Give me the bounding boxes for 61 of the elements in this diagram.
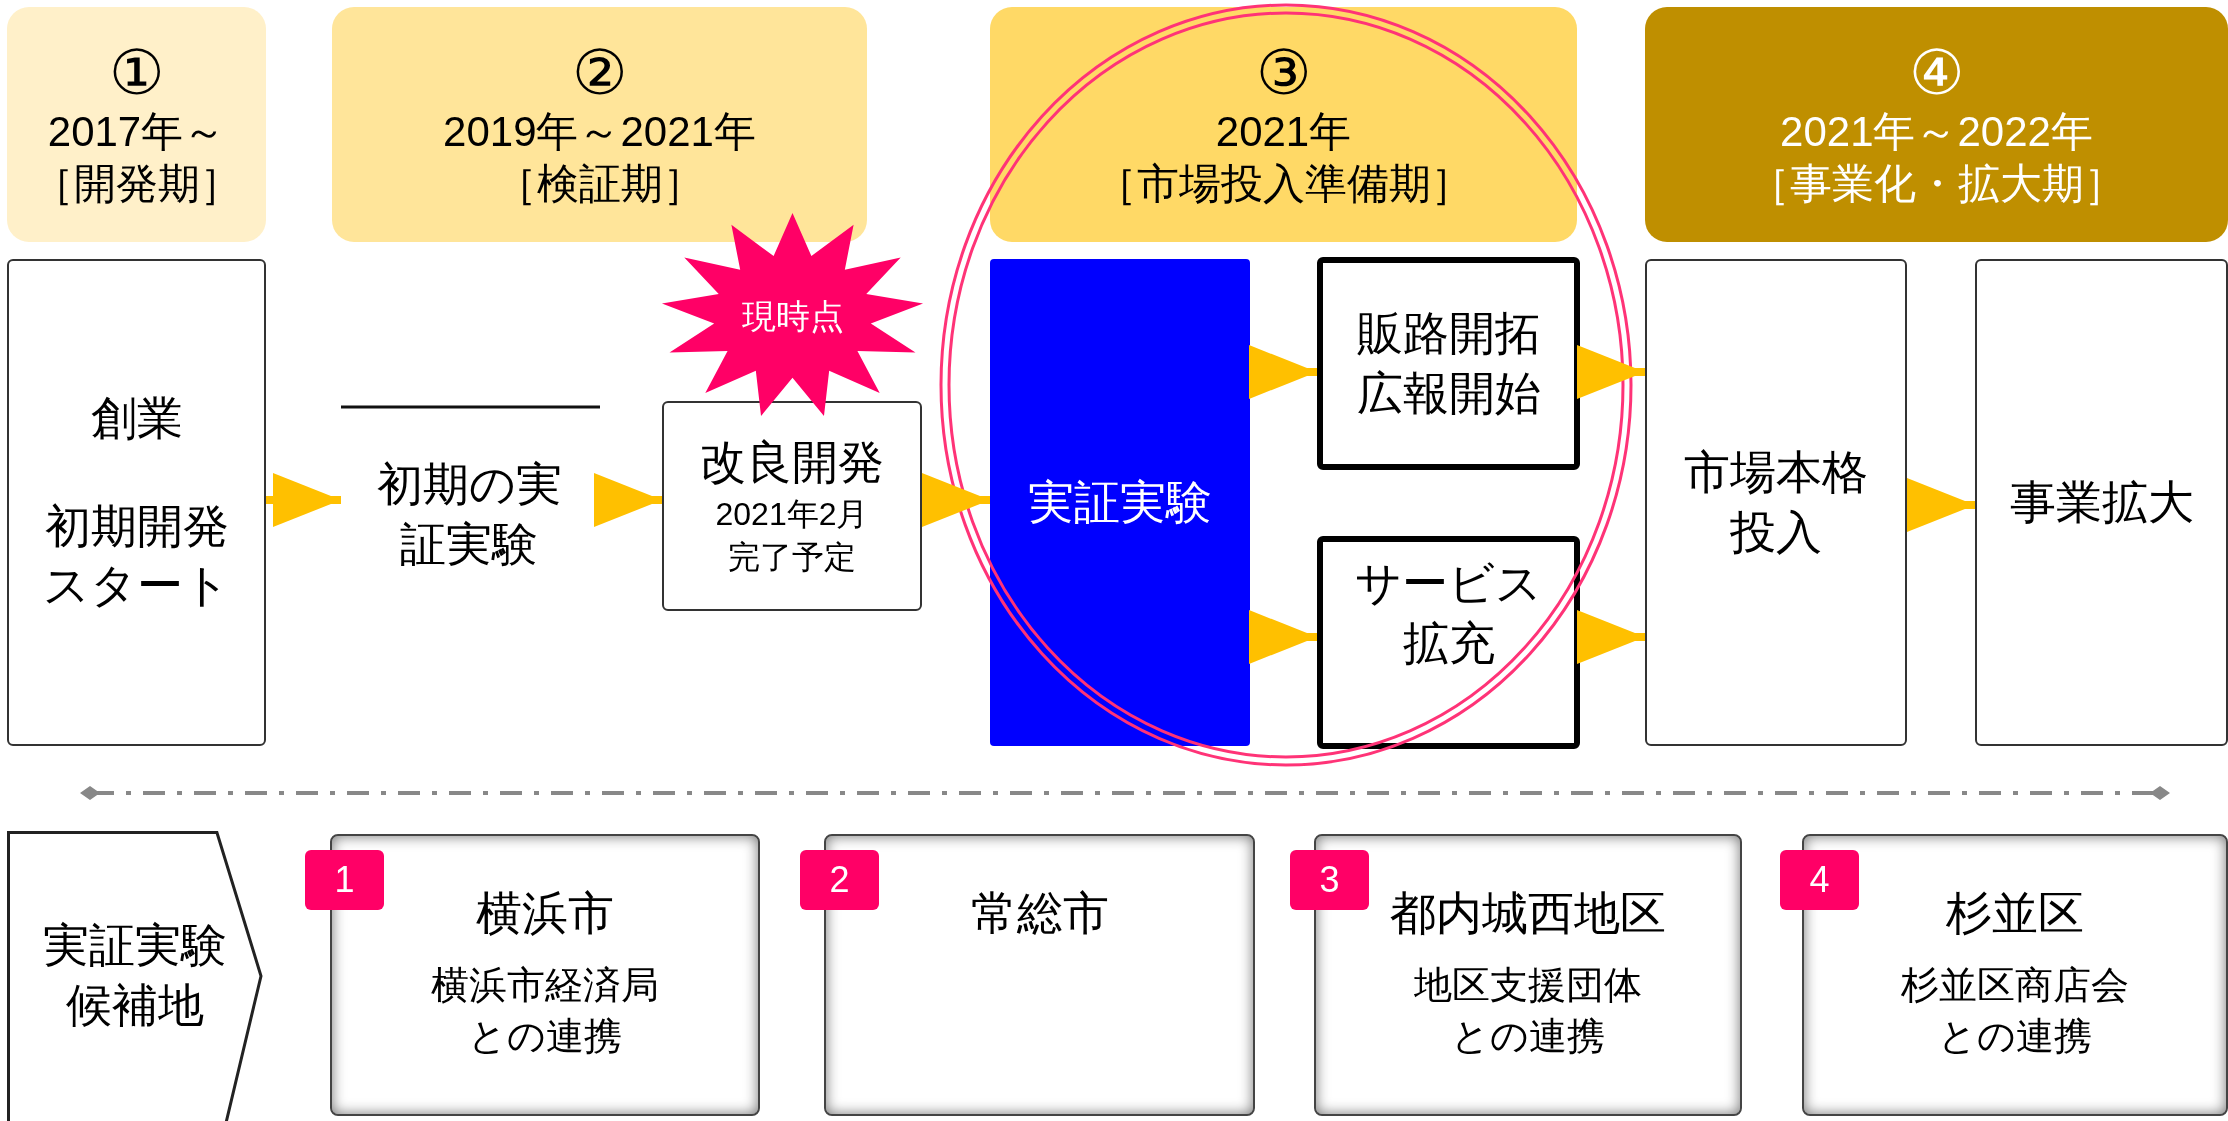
process-box [1975,259,2228,746]
phase-number: ④ [1908,38,1965,108]
card-title: 常総市 [970,886,1109,941]
badge-text: 現時点 [741,299,844,333]
number-badge [1290,850,1369,910]
phase-header [332,7,867,242]
phase-name: ［事業化・拡大期］ [1747,158,2126,209]
card-title: 杉並区 [1946,886,2084,941]
phase-number: ③ [1255,38,1312,108]
phase-years: 2021年～2022年 [1780,107,2093,158]
box-text: 販路開拓広報開始 [1355,305,1542,421]
arrow [1249,610,1317,664]
box-text: 市場本格投入 [1683,444,1869,560]
box-text: 創業 [89,390,184,446]
number-badge [305,850,384,910]
phase-header [1645,7,2228,242]
phase-header [7,7,266,242]
badge-number: 2 [829,862,850,898]
phase-name: ［市場投入準備期］ [1094,158,1473,209]
process-box [1317,536,1580,749]
card-title: 都内城西地区 [1390,886,1666,941]
badge-number: 1 [334,862,355,898]
badge-number: 4 [1809,862,1830,898]
card-text: 地区支援団体との連携 [1413,962,1643,1060]
phase-years: 2017年～ [47,107,226,158]
phase-number: ① [108,38,165,108]
box-text: 初期開発スタート [42,498,231,614]
phase-number: ② [571,38,628,108]
phase-years: 2021年 [1215,107,1352,158]
box-text: 初期の実証実験 [375,457,563,572]
arrow [594,473,662,527]
location-card [330,834,760,1116]
box-text: 事業拡大 [2008,474,2195,530]
card-title: 横浜市 [476,886,614,941]
number-badge [800,850,879,910]
location-card [1314,834,1742,1116]
badge-number: 3 [1319,862,1340,898]
pentagon-label [7,831,263,1121]
location-card [1802,834,2228,1116]
process-box [1317,257,1580,470]
card-text: 横浜市経済局との連携 [430,962,660,1060]
box-text: サービス拡充 [1354,556,1543,671]
card-text: 杉並区商店会との連携 [1900,962,2130,1060]
arrow [922,473,990,527]
phase-header [990,7,1577,242]
arrow [266,473,341,527]
arrow [1249,345,1317,399]
highlight-box [990,259,1250,746]
phase-years: 2019年～2021年 [443,107,756,158]
box-text: 実証実験 [1027,474,1213,530]
box-text: 2021年2月完了予定 [714,494,870,577]
location-card [824,834,1255,1116]
process-box [662,401,922,611]
arrow [1907,478,1975,532]
process-box [1645,259,1907,746]
phase-name: ［開発期］ [31,158,242,209]
box-text: 改良開発 [699,434,885,490]
number-badge [1780,850,1859,910]
phase-name: ［検証期］ [494,158,705,209]
box-text: 実証実験候補地 [42,918,228,1033]
process-box [7,259,266,746]
